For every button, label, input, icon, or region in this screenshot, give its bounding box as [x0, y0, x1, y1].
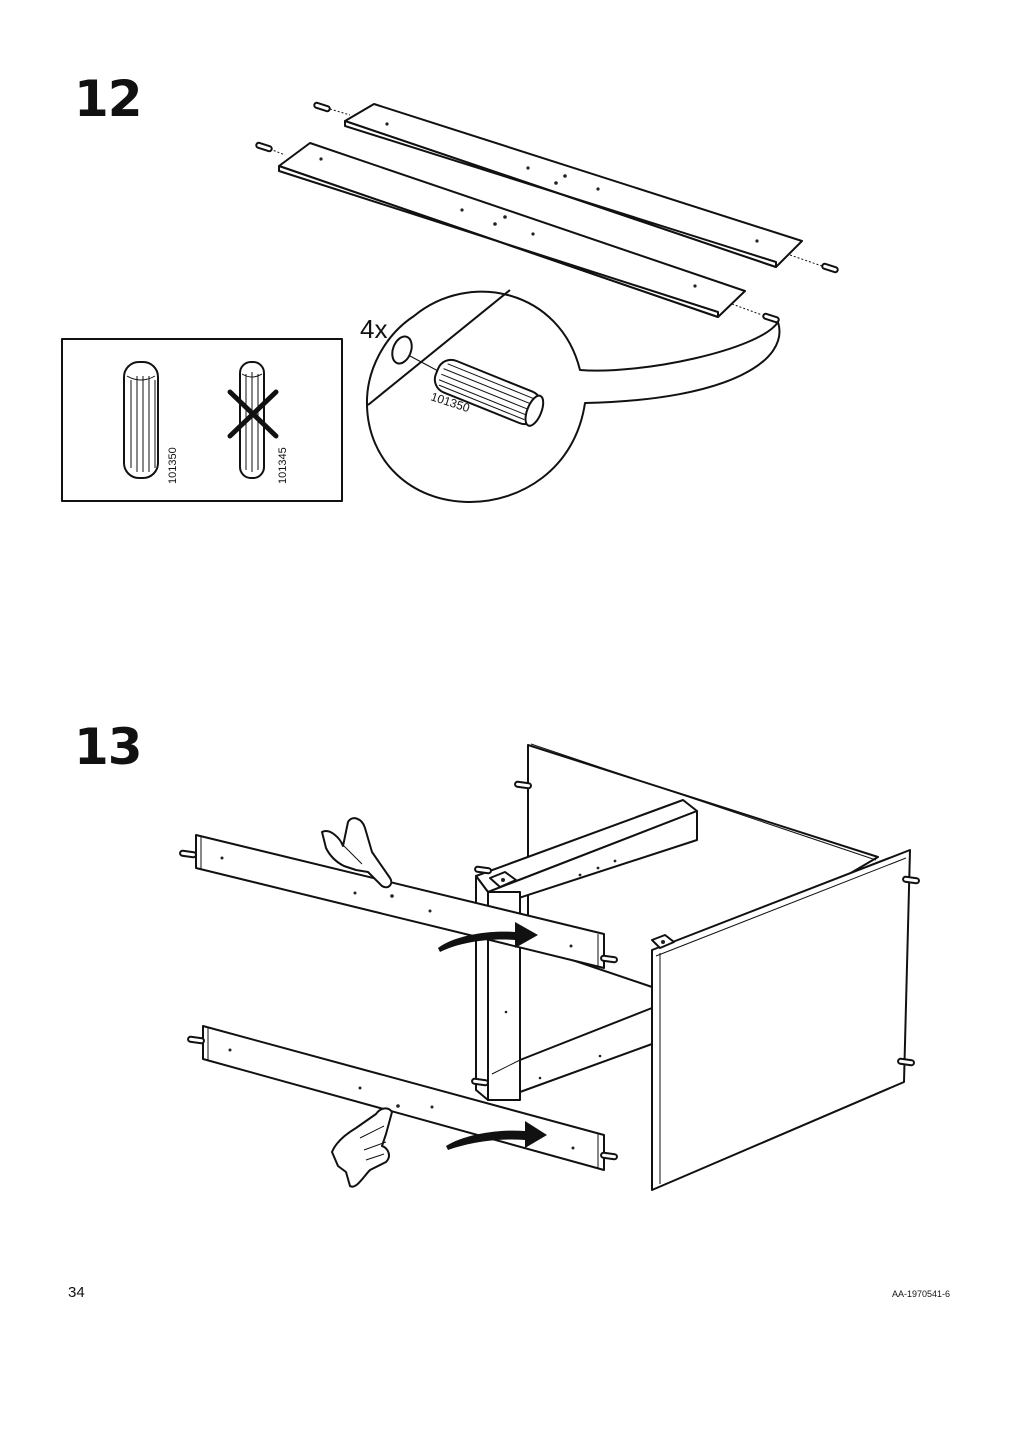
cross-icon	[227, 389, 279, 439]
step-12-rails	[254, 101, 840, 324]
pointing-hand-icon	[321, 817, 393, 889]
dowel-callout: 4x 101350	[360, 289, 781, 503]
wrong-part-number: 101345	[277, 447, 289, 484]
dowel-icon	[254, 101, 840, 324]
document-code: AA-1970541-6	[891, 1289, 950, 1299]
cabinet-frame	[470, 743, 921, 1191]
correct-part-number: 101350	[167, 447, 179, 484]
callout-quantity: 4x	[360, 314, 387, 344]
curved-arrow-icon	[438, 922, 547, 1150]
pointing-hand-icon	[331, 1107, 393, 1188]
step-13-number: 13	[74, 718, 143, 776]
page-number: 34	[68, 1284, 85, 1301]
dowel-parts-box: 101350 101345	[61, 338, 343, 502]
step-12-number: 12	[74, 70, 143, 128]
dowel-icon	[123, 361, 159, 479]
